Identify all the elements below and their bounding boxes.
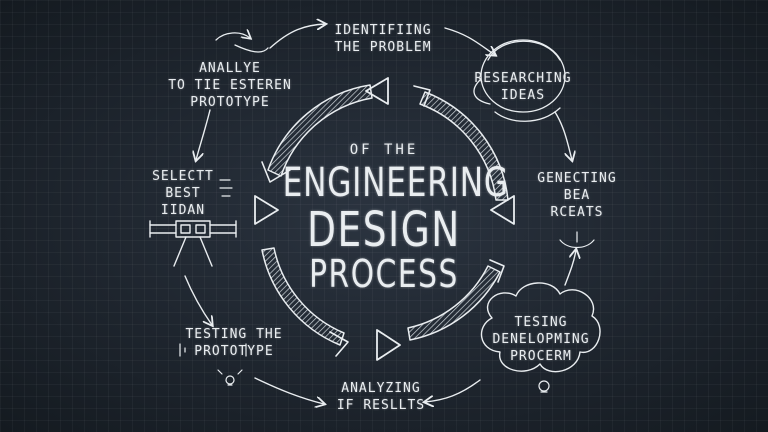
diagram-title-line3: PROCESS (309, 252, 459, 296)
step-label-line: TO TIE ESTEREN (168, 78, 292, 93)
step-analyze-prototype: ANALLYE TO TIE ESTEREN PROTOTYPE (168, 60, 292, 111)
cycle-arrow-icon (261, 84, 373, 183)
diagram-title-line1: ENGINEERING (282, 160, 509, 206)
play-triangle-icon (254, 195, 279, 225)
play-triangle-icon (490, 195, 515, 225)
step-researching-ideas: RESEARCHING IDEAS (474, 70, 572, 104)
research-swirl-icon (473, 39, 566, 122)
play-triangle-icon (365, 77, 389, 105)
sparkle-icon (559, 231, 595, 249)
diagram-title-line2: DESIGN (307, 202, 461, 258)
lightbulb-icon (217, 369, 243, 386)
step-label-line: IDEAS (500, 88, 546, 103)
step-label-line: RCEATS (550, 205, 604, 220)
play-triangle-icon (376, 329, 401, 361)
step-label-line: PROTOTYPE (194, 344, 274, 359)
step-testing-prototype: TESTING THE PROTOTYPE (176, 326, 292, 360)
step-label-line: TESTING THE (185, 327, 283, 342)
step-label-line: GENECTING (537, 171, 617, 186)
circuit-chip-icon (149, 220, 237, 267)
step-label-line: RESEARCHING (474, 71, 572, 86)
diagram-title-prefix: OF THE (349, 142, 419, 158)
step-label-line: ANALLYE (199, 61, 261, 76)
step-select-best: SELECTT BEST IIDAN (148, 168, 218, 219)
step-label-line: IIDAN (160, 203, 206, 218)
cycle-arrow-icon (407, 259, 505, 341)
lightbulb-icon (538, 380, 550, 393)
cycle-arrow-icon (413, 85, 509, 201)
step-label-line: PROTOTYPE (190, 95, 270, 110)
step-label-line: BEST (165, 186, 201, 201)
step-testing-developing: TESING DENELOPMING PROCERM (488, 314, 594, 365)
cycle-arrow-icon (261, 247, 349, 357)
step-identifying-problem: IDENTIFIING THE PROBLEM (318, 22, 448, 56)
cloud-icon (480, 282, 601, 373)
step-generating: GENECTING BEA RCEATS (532, 170, 622, 221)
step-label-line: TESING (514, 315, 568, 330)
step-label-line: ANALYZING (341, 381, 421, 396)
step-label-line: IF RESLLTS (336, 398, 426, 413)
step-label-line: IDENTIFIING (334, 23, 432, 38)
step-label-line: DENELOPMING (492, 332, 590, 347)
step-label-line: PROCERM (510, 349, 572, 364)
step-label-line: SELECTT (152, 169, 214, 184)
step-label-line: THE PROBLEM (334, 40, 432, 55)
step-analyzing-results: ANALYZING IF RESLLTS (326, 380, 436, 414)
step-label-line: BEA (563, 188, 591, 203)
